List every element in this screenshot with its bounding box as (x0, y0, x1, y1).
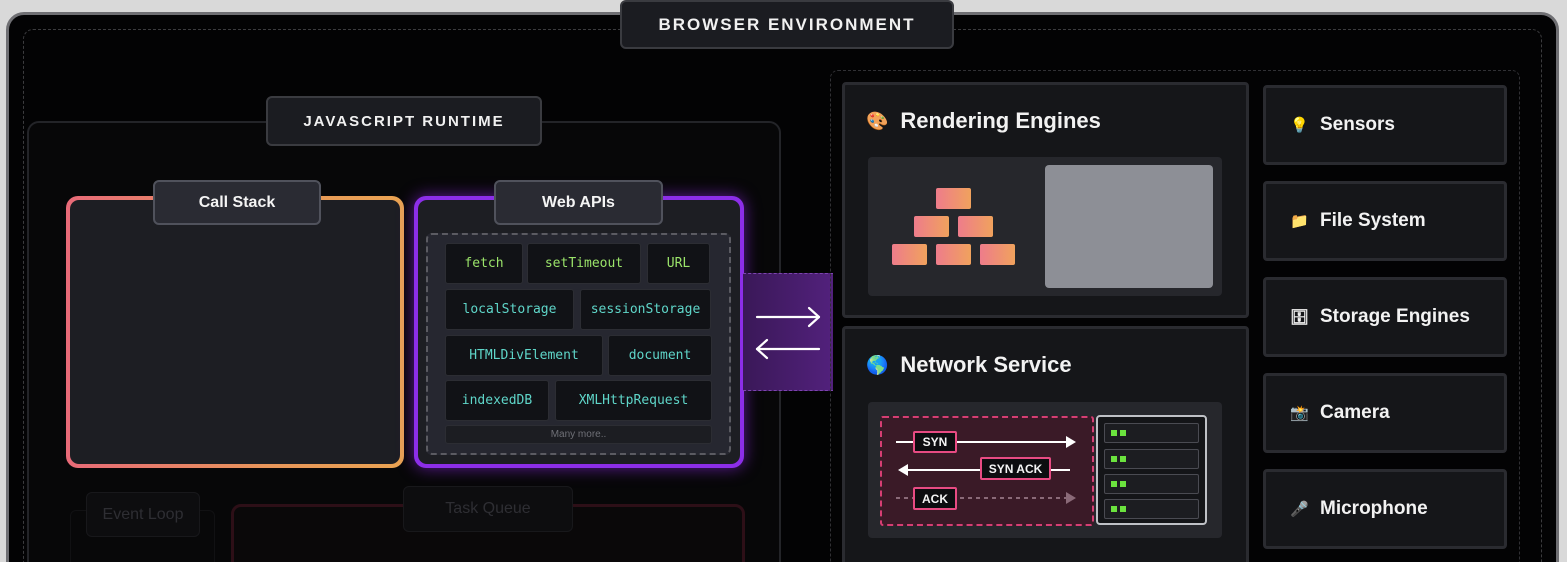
task-queue-label: Task Queue (403, 486, 573, 532)
network-service-label: Network Service (900, 352, 1072, 377)
sensors-card: 💡 Sensors (1263, 85, 1507, 165)
dom-tree-node (936, 188, 971, 209)
server-icon (1096, 415, 1207, 525)
dom-tree-node (892, 244, 927, 265)
api-chip-url: URL (647, 243, 710, 284)
left-arrow-icon (755, 338, 821, 360)
palette-icon: 🎨 (866, 110, 889, 132)
syn-ack-packet: SYN ACK (980, 457, 1051, 480)
microphone-label: Microphone (1320, 498, 1428, 519)
syn-packet: SYN (913, 431, 957, 453)
lightbulb-icon: 💡 (1290, 116, 1309, 134)
camera-icon: 📸 (1290, 404, 1309, 422)
network-service-title: 🌎 Network Service (866, 352, 1072, 378)
dom-tree-node (958, 216, 993, 237)
api-chip-fetch: fetch (445, 243, 523, 284)
microphone-icon: 🎤 (1290, 500, 1309, 518)
browser-environment-title: BROWSER ENVIRONMENT (620, 0, 954, 49)
api-chip-many-more: Many more.. (445, 425, 712, 444)
api-chip-sessionstorage: sessionStorage (580, 289, 711, 330)
camera-label: Camera (1320, 402, 1390, 423)
microphone-card: 🎤 Microphone (1263, 469, 1507, 549)
folder-icon: 📁 (1290, 212, 1309, 230)
call-stack-label: Call Stack (153, 180, 321, 225)
browser-services-area (830, 70, 1520, 562)
globe-icon: 🌎 (866, 354, 889, 376)
ack-arrow (896, 492, 1076, 504)
ack-packet: ACK (913, 487, 957, 510)
storage-engines-label: Storage Engines (1320, 306, 1470, 327)
web-apis-label: Web APIs (494, 180, 663, 225)
right-arrow-icon (755, 306, 821, 328)
api-chip-indexeddb: indexedDB (445, 380, 549, 421)
rendering-engines-label: Rendering Engines (900, 108, 1101, 133)
api-chip-document: document (608, 335, 712, 376)
call-stack-box (66, 196, 404, 468)
camera-card: 📸 Camera (1263, 373, 1507, 453)
api-chip-localstorage: localStorage (445, 289, 574, 330)
sensors-label: Sensors (1320, 114, 1395, 135)
event-loop-label: Event Loop (86, 492, 200, 537)
rendered-page-canvas (1045, 165, 1213, 288)
file-system-card: 📁 File System (1263, 181, 1507, 261)
bidirectional-connector (743, 273, 833, 391)
file-cabinet-icon: 🗄 (1290, 308, 1310, 326)
api-chip-xmlhttprequest: XMLHttpRequest (555, 380, 712, 421)
file-system-label: File System (1320, 210, 1426, 231)
storage-engines-card: 🗄 Storage Engines (1263, 277, 1507, 357)
api-chip-htmldivelement: HTMLDivElement (445, 335, 603, 376)
dom-tree-node (980, 244, 1015, 265)
rendering-engines-title: 🎨 Rendering Engines (866, 108, 1101, 134)
dom-tree-node (914, 216, 949, 237)
api-chip-settimeout: setTimeout (527, 243, 641, 284)
dom-tree-node (936, 244, 971, 265)
javascript-runtime-title: JAVASCRIPT RUNTIME (266, 96, 542, 146)
